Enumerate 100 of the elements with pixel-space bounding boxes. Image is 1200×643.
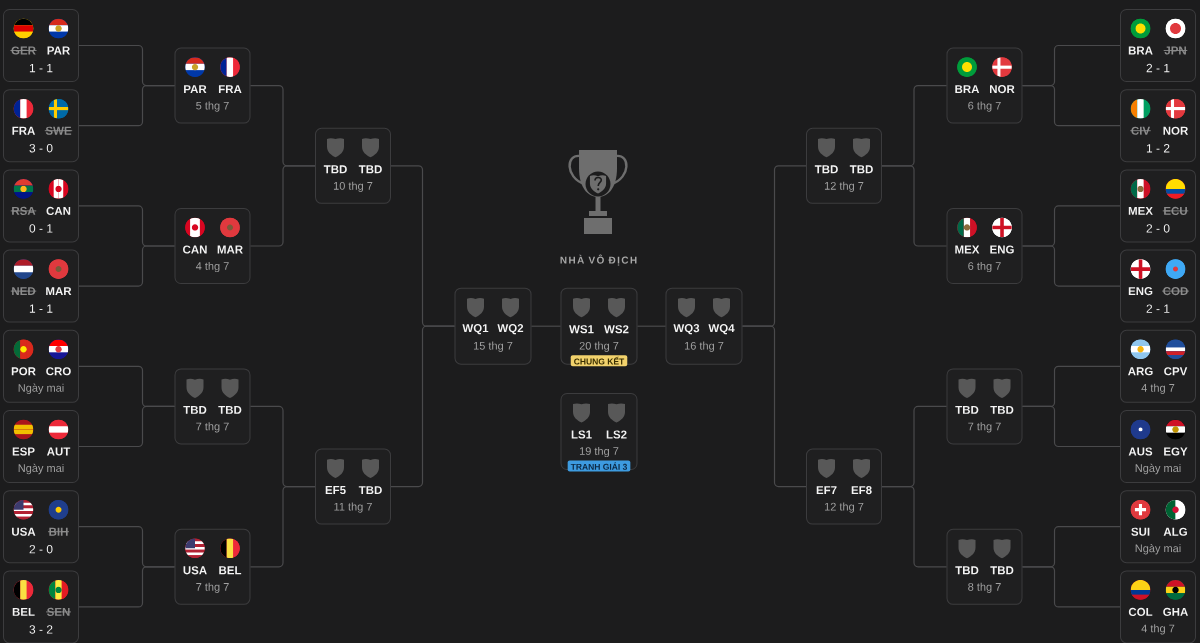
team-code: WS1 [569,325,594,334]
match-box [315,127,391,204]
match-box [3,89,79,163]
match-box [946,47,1023,124]
match-date: 10 thg 7 [333,181,373,192]
team-code: TBD [183,405,207,414]
score: 2 - 0 [29,544,53,554]
match-date: 5 thg 7 [196,101,229,112]
team-code: TBD [849,165,873,174]
match-date: 19 thg 7 [579,446,619,458]
match-date: 4 thg 7 [195,261,229,273]
team-code: TBD [323,165,347,174]
match-box [560,287,638,367]
bracket-line [78,566,176,608]
match-box [946,528,1023,605]
stage-badge: TRANH GIẢI 3 [567,460,631,472]
team-code: SUI [1131,527,1150,536]
score: 1 - 2 [1146,144,1170,153]
bracket-line [1021,85,1121,127]
team-code: MEX [1128,206,1153,215]
match-box [1120,490,1196,564]
match-date: 16 thg 7 [684,341,724,352]
match-box [3,490,79,564]
team-code: ENG [1128,287,1153,296]
score: 1 - 1 [29,63,53,73]
team-code: WS2 [604,325,629,334]
match-box [946,208,1023,284]
team-code: ARG [1128,367,1153,376]
bracket-line [1021,405,1121,448]
bracket-line [881,165,948,247]
match-date: Ngày mai [1135,544,1181,555]
match-box [3,9,79,82]
match-date: Ngày mai [18,383,64,394]
team-code: NOR [1163,126,1189,135]
bracket-line [78,405,176,448]
team-code: BEL [219,566,242,575]
team-code: FRA [218,85,242,94]
team-code: MEX [955,245,980,254]
score: 1 - 1 [29,304,53,313]
team-code: USA [183,566,207,575]
team-code: WQ2 [497,324,524,335]
team-code: PAR [184,85,207,94]
team-code: NOR [990,85,1015,94]
bracket-line [636,325,667,327]
bracket-line [741,325,807,488]
match-box [3,570,79,643]
team-code: TBD [990,566,1014,575]
match-box [3,249,79,323]
match-box [1120,89,1196,163]
team-code: TBD [358,486,382,495]
score: 3 - 0 [29,143,53,153]
bracket-line [1021,566,1121,608]
match-date: 15 thg 7 [473,341,513,352]
match-box [1120,169,1196,243]
match-box [3,410,79,483]
match-box [806,448,882,525]
match-date: 8 thg 7 [968,582,1001,593]
team-code: TBD [814,165,838,174]
match-box [3,329,79,403]
team-code: ESP [12,447,35,456]
team-code: EGY [1164,447,1188,456]
match-date: 7 thg 7 [196,422,229,433]
match-box [174,528,251,605]
team-code: CPV [1164,367,1188,376]
team-code: TBD [358,165,382,174]
bracket-line [249,165,316,247]
team-code: CAN [183,245,207,254]
score: 3 - 2 [29,625,53,634]
match-date: Ngày mai [1135,463,1181,475]
team-code: RSA [10,206,37,215]
bracket-line [390,325,456,488]
bracket-line [78,245,176,287]
match-box [174,208,251,284]
team-code: BRA [955,85,980,94]
match-date: 11 thg 7 [334,502,372,513]
match-box [1120,9,1196,82]
match-box [315,448,391,525]
team-code: ECU [1162,206,1189,215]
match-box [1120,570,1196,643]
match-box [174,47,251,124]
match-date: 4 thg 7 [1141,383,1175,394]
team-code: TBD [990,405,1014,414]
team-code: MAR [46,287,72,296]
team-code: MAR [217,245,243,254]
team-code: WQ3 [673,324,700,335]
match-date: 7 thg 7 [968,422,1001,433]
team-code: WQ4 [708,324,735,335]
match-box [665,287,743,365]
match-box [3,169,79,243]
trophy-caption: NHÀ VÔ ĐỊCH [560,254,637,266]
match-date: 12 thg 7 [824,502,864,513]
team-code: COD [1161,287,1190,296]
match-date: 6 thg 7 [968,101,1001,112]
team-code: AUT [46,447,71,456]
team-code: EF8 [851,486,872,495]
match-box [1120,249,1196,323]
bracket-line [249,486,316,568]
team-code: POR [11,367,36,376]
score: 2 - 1 [1146,304,1170,313]
match-date: 7 thg 7 [196,582,229,593]
